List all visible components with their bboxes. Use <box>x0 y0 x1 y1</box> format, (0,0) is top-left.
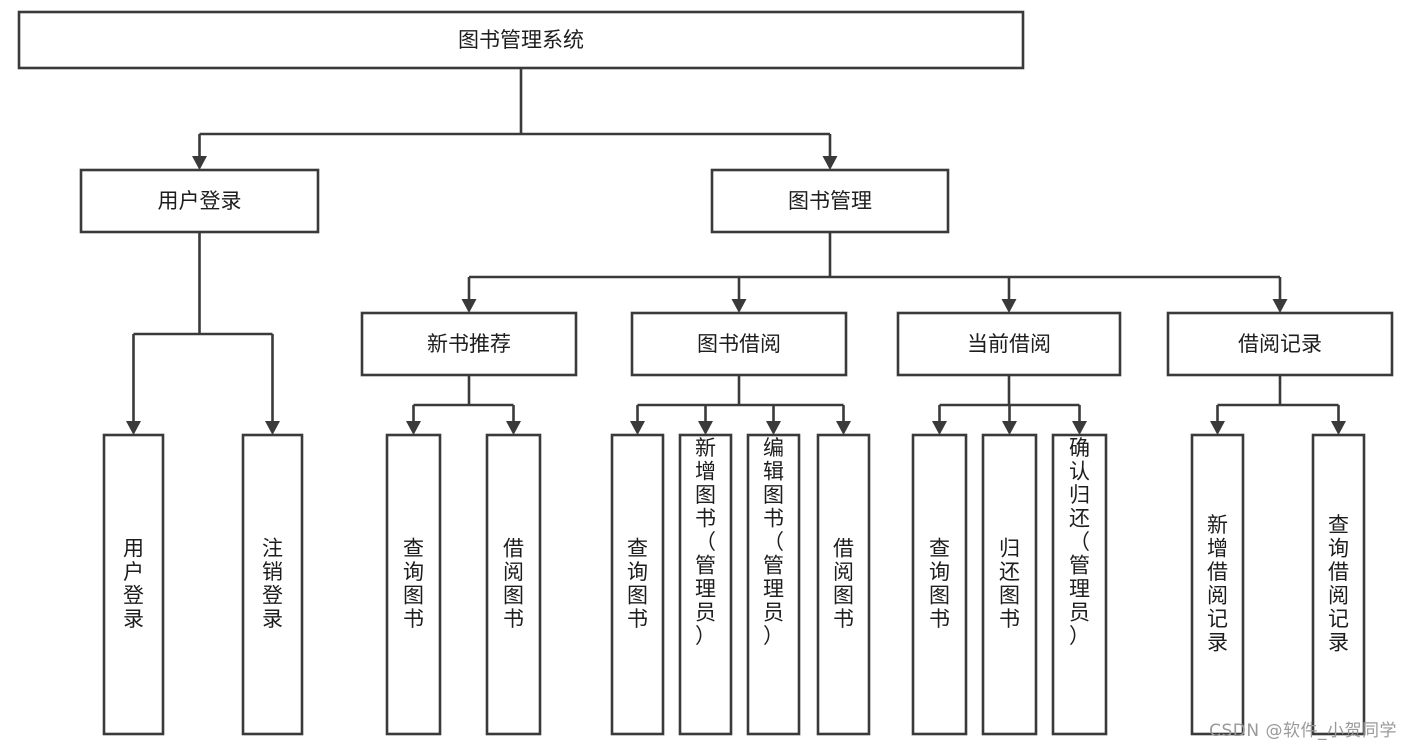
node-box <box>360 311 578 377</box>
node-label: 图书借阅 <box>697 332 781 356</box>
arrow-head-icon <box>192 156 207 170</box>
node-label: 编辑图书（管理员） <box>763 436 784 648</box>
node-label: 新增图书（管理员） <box>695 436 716 648</box>
node-leaf-query-record[interactable]: 查询借阅记录 <box>1311 433 1366 736</box>
node-current-borrow[interactable]: 当前借阅 <box>896 311 1122 377</box>
arrow-head-icon <box>630 421 645 435</box>
node-label: 图书管理系统 <box>458 28 584 52</box>
node-label: 确认归还（管理员） <box>1069 436 1090 648</box>
node-leaf-user-login[interactable]: 用户登录 <box>102 433 165 736</box>
node-label: 查询借阅记录 <box>1328 513 1349 655</box>
node-box <box>710 168 950 234</box>
node-label: 用户登录 <box>158 189 242 213</box>
arrow-head-icon <box>1072 421 1087 435</box>
arrow-head-icon <box>822 156 838 170</box>
node-box <box>485 433 542 736</box>
arrow-head-icon <box>766 421 781 435</box>
node-label: 归还图书 <box>999 537 1020 632</box>
node-leaf-return-book[interactable]: 归还图书 <box>981 433 1038 736</box>
node-box <box>102 433 165 736</box>
node-box <box>746 433 801 736</box>
arrow-head-icon <box>698 421 713 435</box>
node-leaf-borrow-book-2[interactable]: 借阅图书 <box>816 433 871 736</box>
node-box <box>1311 433 1366 736</box>
node-box <box>896 311 1122 377</box>
node-leaf-logout[interactable]: 注销登录 <box>241 433 304 736</box>
node-box <box>241 433 304 736</box>
node-user-login[interactable]: 用户登录 <box>79 168 320 234</box>
node-box <box>385 433 442 736</box>
node-leaf-query-book-3[interactable]: 查询图书 <box>911 433 968 736</box>
node-label: 图书管理 <box>788 189 872 213</box>
node-borrow-record[interactable]: 借阅记录 <box>1166 311 1394 377</box>
csdn-watermark: CSDN @软件_小贺同学 <box>1209 721 1397 741</box>
node-label: 查询图书 <box>627 537 648 632</box>
node-box <box>981 433 1038 736</box>
arrow-head-icon <box>406 421 421 435</box>
node-label: 用户登录 <box>123 537 144 632</box>
node-leaf-add-record[interactable]: 新增借阅记录 <box>1190 433 1245 736</box>
node-label: 借阅图书 <box>833 537 854 632</box>
node-label: 查询图书 <box>403 537 424 632</box>
arrow-head-icon <box>1331 421 1346 435</box>
node-leaf-query-book-1[interactable]: 查询图书 <box>385 433 442 736</box>
node-box <box>1051 433 1108 736</box>
arrow-head-icon <box>731 299 747 313</box>
node-box <box>1190 433 1245 736</box>
node-leaf-edit-book[interactable]: 编辑图书（管理员） <box>746 433 801 736</box>
node-box <box>17 10 1025 70</box>
node-box <box>1166 311 1394 377</box>
arrow-head-icon <box>1272 299 1288 313</box>
node-label: 借阅图书 <box>503 537 524 632</box>
node-new-book-rec[interactable]: 新书推荐 <box>360 311 578 377</box>
node-leaf-confirm-return[interactable]: 确认归还（管理员） <box>1051 433 1108 736</box>
node-box <box>79 168 320 234</box>
node-root[interactable]: 图书管理系统 <box>17 10 1025 70</box>
arrow-head-icon <box>1210 421 1225 435</box>
node-box <box>610 433 665 736</box>
node-label: 当前借阅 <box>967 332 1051 356</box>
node-label: 新书推荐 <box>427 332 511 356</box>
node-box <box>630 311 848 377</box>
arrow-head-icon <box>836 421 851 435</box>
arrow-head-icon <box>932 421 947 435</box>
node-book-manage[interactable]: 图书管理 <box>710 168 950 234</box>
node-box <box>911 433 968 736</box>
arrow-head-icon <box>1002 421 1017 435</box>
arrow-head-icon <box>1001 299 1017 313</box>
node-box <box>816 433 871 736</box>
arrow-head-icon <box>506 421 521 435</box>
node-book-borrow[interactable]: 图书借阅 <box>630 311 848 377</box>
node-label: 新增借阅记录 <box>1207 513 1228 655</box>
arrow-head-icon <box>126 421 141 435</box>
node-leaf-add-book[interactable]: 新增图书（管理员） <box>678 433 733 736</box>
node-box <box>678 433 733 736</box>
node-label: 注销登录 <box>262 537 283 632</box>
node-leaf-query-book-2[interactable]: 查询图书 <box>610 433 665 736</box>
node-label: 查询图书 <box>929 537 950 632</box>
node-label: 借阅记录 <box>1238 332 1322 356</box>
node-leaf-borrow-book-1[interactable]: 借阅图书 <box>485 433 542 736</box>
arrow-head-icon <box>265 421 280 435</box>
arrow-head-icon <box>461 299 477 313</box>
